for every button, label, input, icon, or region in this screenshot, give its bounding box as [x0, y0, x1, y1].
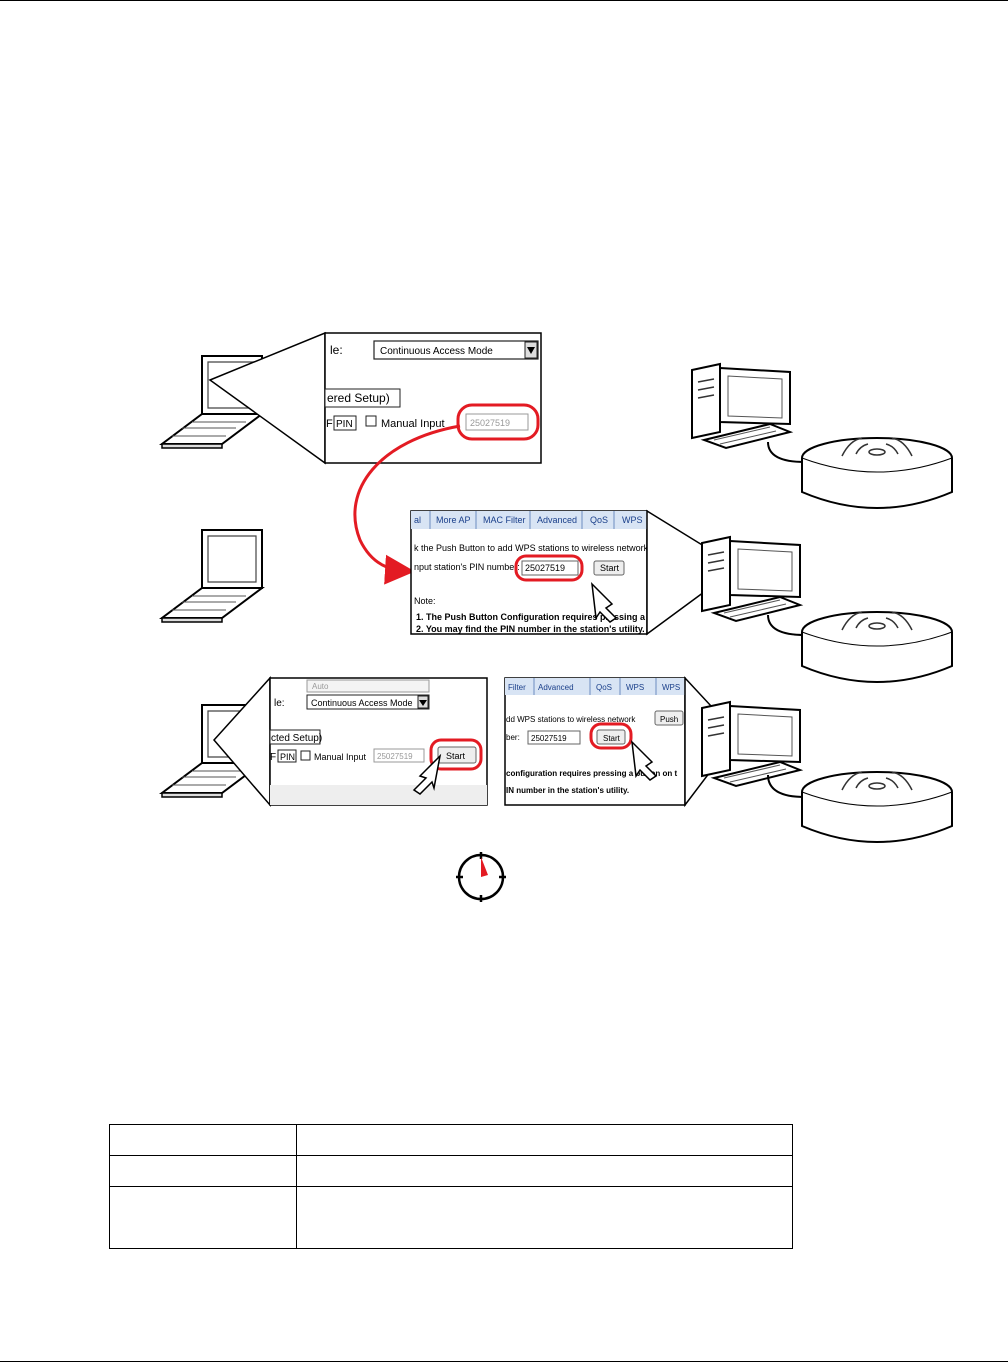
- pin-transfer-arrow: [353, 424, 461, 585]
- ap-pin-value: 25027519: [525, 563, 565, 573]
- tab-wps: WPS: [626, 683, 644, 692]
- note-label: Note:: [414, 596, 436, 606]
- callout-pointer: [646, 509, 740, 636]
- tab-wps: WPS: [622, 515, 643, 525]
- tab-advanced: Advanced: [538, 683, 574, 692]
- pin-value: 25027519: [470, 418, 510, 428]
- mode-select-value: Continuous Access Mode: [380, 346, 493, 357]
- svg-text:le:: le:: [330, 343, 343, 357]
- tab-advanced: Advanced: [537, 515, 577, 525]
- access-point-icon: [801, 611, 953, 683]
- ap-start-highlight: [589, 722, 633, 750]
- auto-select-value: Auto: [312, 682, 329, 691]
- screenshot-client-pin: le: Continuous Access Mode ered Setup) F…: [324, 332, 542, 464]
- start-button-label: Start: [446, 751, 466, 761]
- timer-icon: [456, 852, 506, 902]
- screenshot-client-start: Auto le: Continuous Access Mode cted Set…: [269, 677, 488, 806]
- screenshot-ap-pin-entry: al More AP MAC Filter Advanced QoS WPS k…: [410, 510, 659, 635]
- cursor-icon: [412, 753, 442, 795]
- table-cell: [296, 1155, 793, 1187]
- description-table: [109, 1124, 793, 1249]
- ap-start-button-label: Start: [600, 563, 620, 573]
- tab-general: al: [414, 515, 421, 525]
- pin-input-label: nput station's PIN number:: [414, 562, 520, 572]
- tab-qos: QoS: [590, 515, 608, 525]
- table-row: [109, 1186, 793, 1249]
- laptop-icon: [161, 529, 263, 623]
- tab-qos: QoS: [596, 683, 612, 692]
- tab-wps-station: WPS: [662, 683, 680, 692]
- ap-start-button-label: Start: [603, 734, 621, 743]
- table-row: [109, 1124, 793, 1156]
- wps-pin-diagram: le: Continuous Access Mode ered Setup) F…: [161, 331, 953, 902]
- note-line-1: 1. The Push Button Configuration require…: [416, 612, 659, 622]
- ap-pin-highlight: [514, 554, 584, 582]
- desktop-computer-icon: [701, 536, 801, 622]
- pin-input-label: ber:: [506, 733, 520, 742]
- note-line-1: configuration requires pressing a button…: [506, 769, 677, 778]
- cursor-icon: [631, 739, 658, 781]
- table-cell: [109, 1124, 297, 1156]
- mode-select-value: Continuous Access Mode: [311, 698, 413, 708]
- svg-text:F: F: [270, 752, 276, 763]
- note-line-2: 2. You may find the PIN number in the st…: [416, 624, 645, 634]
- table-cell: [109, 1186, 297, 1249]
- tab-mac-filter: MAC Filter: [483, 515, 526, 525]
- pin-highlight: [456, 403, 540, 441]
- pin-value: 25027519: [377, 752, 413, 761]
- screenshot-ap-start: Filter Advanced QoS WPS WPS dd WPS stati…: [504, 677, 686, 806]
- setup-label: cted Setup): [271, 733, 322, 744]
- desktop-computer-icon: [691, 363, 791, 449]
- tab-more-ap: More AP: [436, 515, 471, 525]
- desktop-computer-icon: [701, 701, 801, 787]
- push-button-label: Push: [660, 715, 678, 724]
- push-button-instruction: k the Push Button to add WPS stations to…: [414, 543, 651, 553]
- manual-input-label: Manual Input: [314, 752, 367, 762]
- access-point-icon: [801, 771, 953, 843]
- pin-radio-label: PIN: [336, 419, 353, 430]
- table-cell: [296, 1124, 793, 1156]
- start-highlight: [429, 738, 483, 771]
- pin-radio-label: PIN: [280, 752, 295, 762]
- access-point-icon: [801, 437, 953, 509]
- cursor-icon: [591, 581, 618, 623]
- svg-text:F: F: [326, 418, 333, 430]
- table-row: [109, 1155, 793, 1187]
- note-line-2: IN number in the station's utility.: [506, 786, 629, 795]
- svg-text:le:: le:: [274, 698, 285, 709]
- table-cell: [109, 1155, 297, 1187]
- ap-pin-value: 25027519: [531, 734, 567, 743]
- manual-input-label: Manual Input: [381, 418, 445, 430]
- top-rule: [0, 0, 1008, 1]
- setup-label: ered Setup): [327, 391, 390, 405]
- tab-filter: Filter: [508, 683, 526, 692]
- bottom-rule: [0, 1361, 1008, 1362]
- push-button-instruction: dd WPS stations to wireless network: [506, 715, 636, 724]
- table-cell: [296, 1186, 793, 1249]
